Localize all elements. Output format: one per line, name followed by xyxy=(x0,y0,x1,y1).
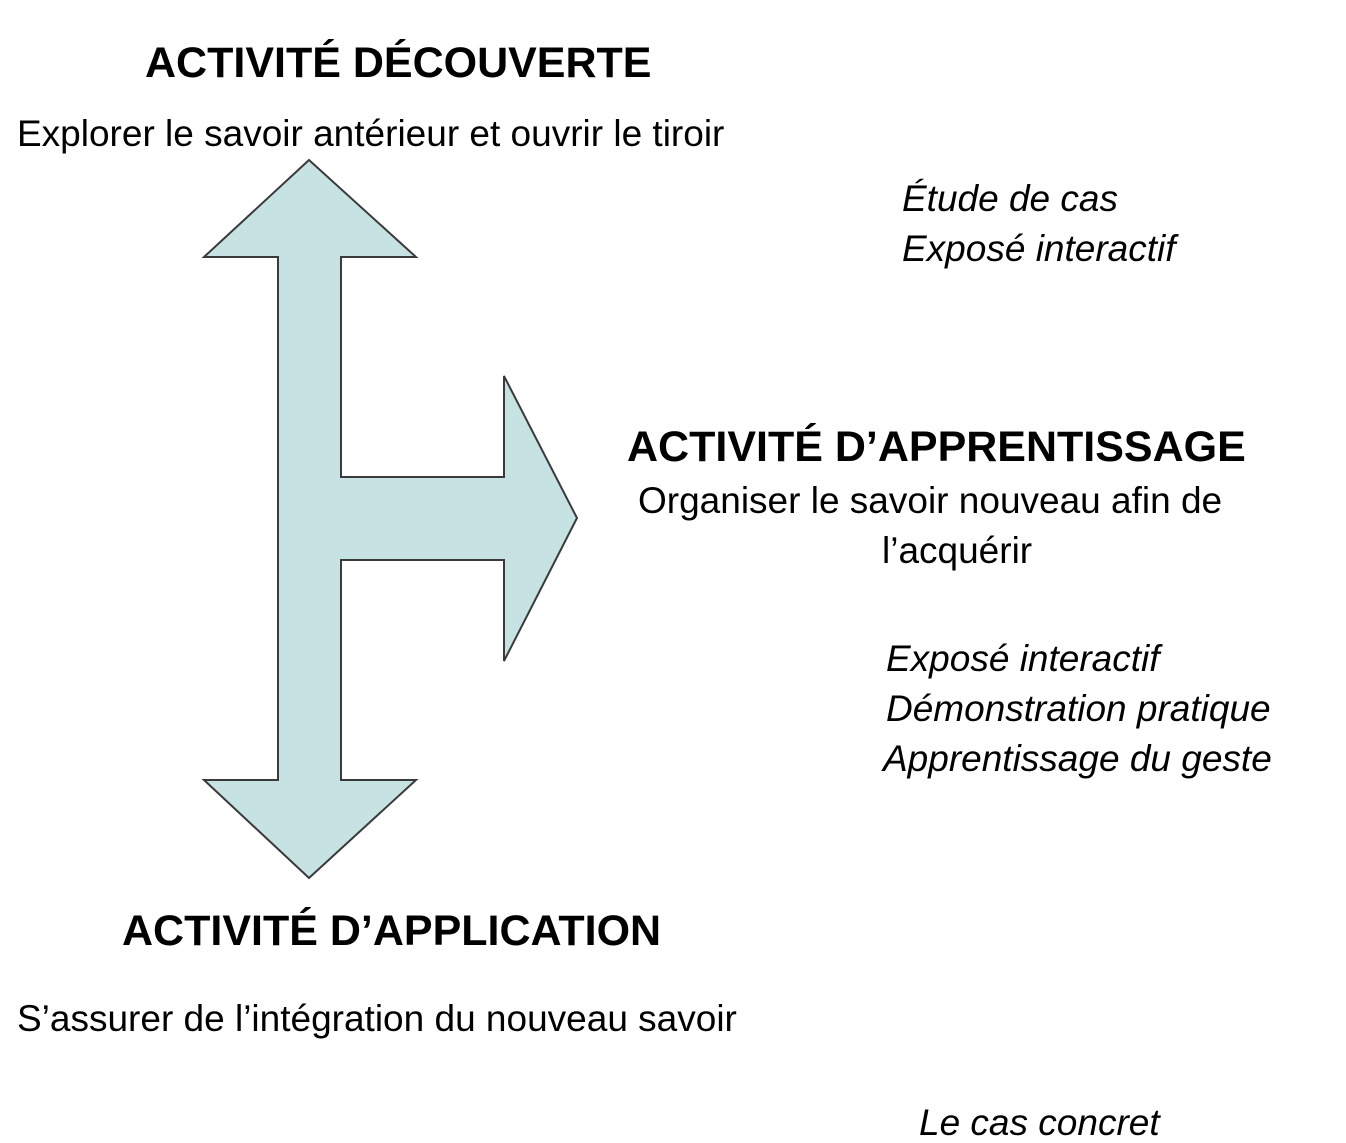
learning-description-line: Organiser le savoir nouveau afin de xyxy=(638,480,1223,521)
learning-method: Exposé interactif xyxy=(886,638,1160,679)
application-method: Le cas concret xyxy=(919,1102,1160,1143)
three-way-arrow-shape xyxy=(201,158,579,880)
discovery-method: Étude de cas xyxy=(902,178,1118,219)
learning-description-line: l’acquérir xyxy=(882,530,1033,571)
discovery-method: Exposé interactif xyxy=(902,228,1176,269)
application-description: S’assurer de l’intégration du nouveau sa… xyxy=(17,998,737,1039)
learning-method: Démonstration pratique xyxy=(886,688,1271,729)
discovery-description: Explorer le savoir antérieur et ouvrir l… xyxy=(17,113,725,154)
learning-method: Apprentissage du geste xyxy=(883,738,1272,779)
application-title: ACTIVITÉ D’APPLICATION xyxy=(122,907,662,955)
discovery-title: ACTIVITÉ DÉCOUVERTE xyxy=(145,39,652,87)
learning-title: ACTIVITÉ D’APPRENTISSAGE xyxy=(627,423,1246,471)
